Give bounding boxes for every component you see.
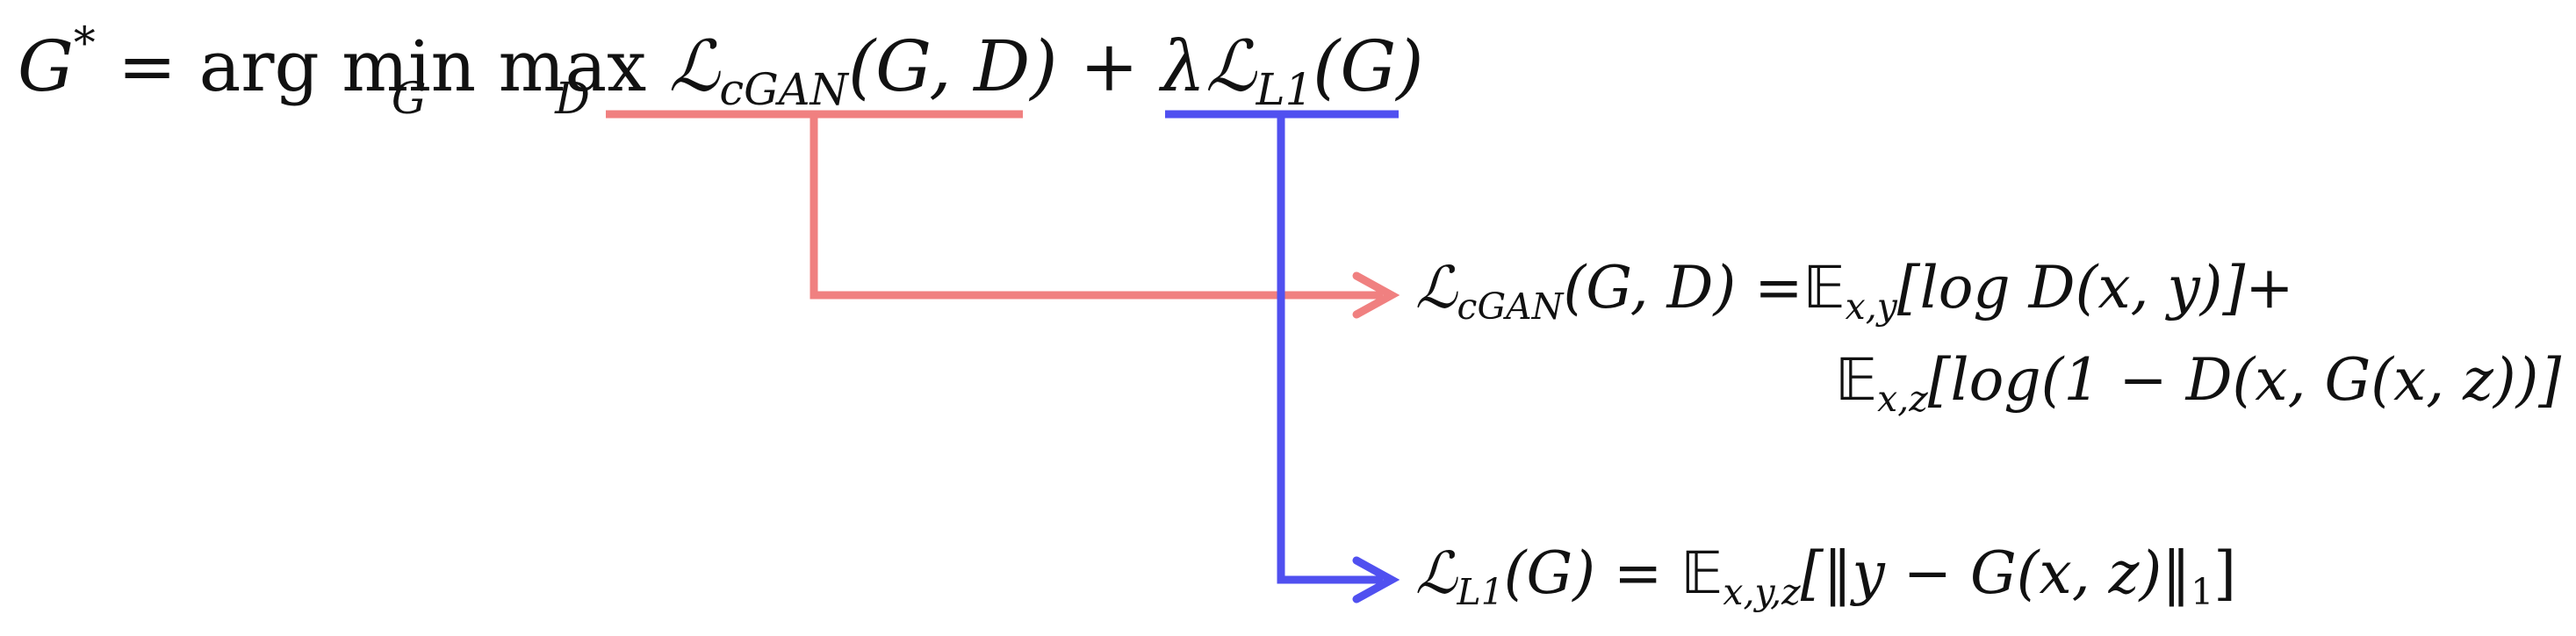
cgan-def-symbol: ℒ xyxy=(1415,254,1457,322)
min-subscript: G xyxy=(391,73,427,125)
cgan-loss-subscript: cGAN xyxy=(719,63,848,115)
equals-sign: = xyxy=(118,25,177,107)
expectation-xyz-subscript: x,y,z xyxy=(1723,571,1801,614)
cgan-loss-symbol: ℒ xyxy=(668,25,720,107)
l1-def-subscript: L1 xyxy=(1457,571,1504,614)
expectation-xy-subscript: x,y xyxy=(1845,285,1897,329)
l1-loss-args: (G) xyxy=(1313,25,1424,107)
cgan-connector-line xyxy=(809,114,1383,300)
l1-connector-line xyxy=(1277,114,1383,584)
cgan-definition-line2: 𝔼x,z[log(1 − D(x, G(x, z))] xyxy=(1835,351,2561,417)
max-subscript: D xyxy=(555,73,590,125)
plus-sign: + xyxy=(1079,25,1139,107)
cgan-loss-args: (G, D) xyxy=(847,25,1058,107)
optimal-marker: * xyxy=(73,17,96,69)
expectation-xy-symbol: 𝔼 xyxy=(1802,254,1846,322)
cgan-definition-line1: ℒcGAN(G, D) =𝔼x,y[log D(x, y)]+ xyxy=(1415,259,2294,325)
expectation-xz-subscript: x,z xyxy=(1877,378,1928,421)
cgan-real-term: [log D(x, y)]+ xyxy=(1896,254,2294,322)
l1-arrowhead-icon xyxy=(1352,556,1400,603)
l1-loss-subscript: L1 xyxy=(1256,63,1313,115)
arg-operator: arg xyxy=(198,25,320,107)
l1-close-bracket: ] xyxy=(2213,539,2236,607)
cgan-def-args: (G, D) = xyxy=(1563,254,1803,322)
expectation-xyz-symbol: 𝔼 xyxy=(1680,539,1723,607)
l1-def-args: (G) = xyxy=(1503,539,1663,607)
l1-norm-term: [‖y − G(x, z)‖ xyxy=(1800,539,2191,607)
l1-definition: ℒL1(G) = 𝔼x,y,z[‖y − G(x, z)‖1] xyxy=(1415,545,2236,611)
expectation-xz-symbol: 𝔼 xyxy=(1835,346,1878,414)
cgan-arrowhead-icon xyxy=(1352,271,1400,319)
l1-norm-subscript: 1 xyxy=(2191,571,2214,614)
l1-def-symbol: ℒ xyxy=(1415,539,1457,607)
generator-symbol: G xyxy=(18,25,74,107)
cgan-fake-term: [log(1 − D(x, G(x, z))] xyxy=(1927,346,2562,414)
lambda-weight: λ xyxy=(1161,25,1206,107)
cgan-def-subscript: cGAN xyxy=(1457,285,1564,329)
l1-loss-symbol: ℒ xyxy=(1205,25,1256,107)
